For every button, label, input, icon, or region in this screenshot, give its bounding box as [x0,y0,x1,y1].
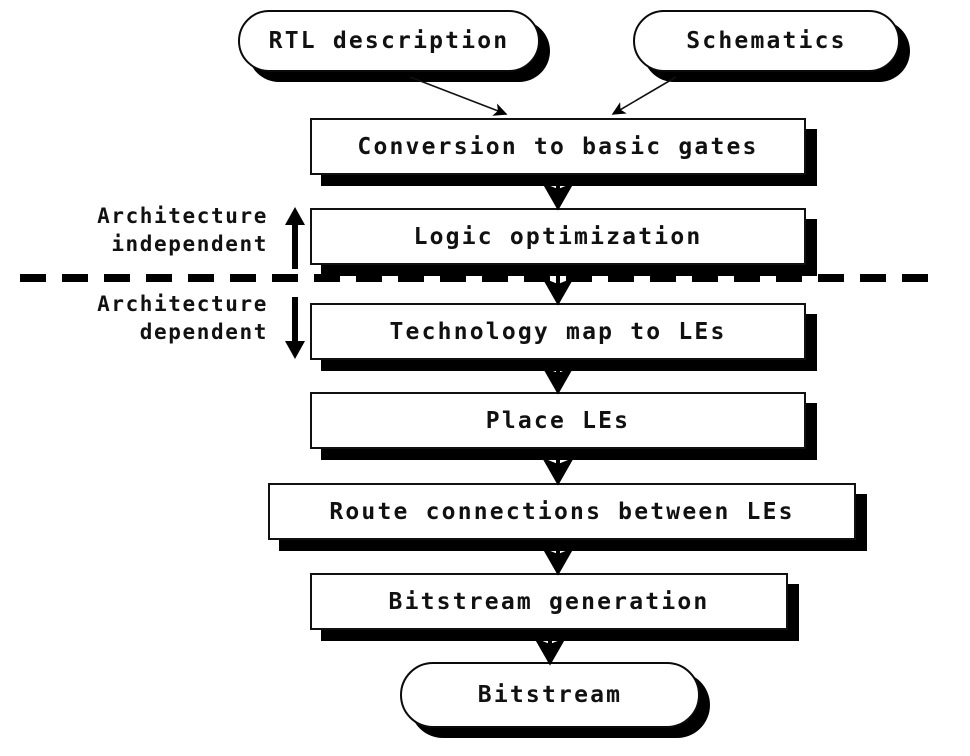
bitstream-output-label: Bitstream [477,682,623,708]
step-logic-optimization[interactable]: Logic optimization [310,208,806,265]
step-conversion-label: Conversion to basic gates [357,133,759,160]
step-route-connections-label: Route connections between LEs [329,498,795,525]
step-bitstream-generation-label: Bitstream generation [388,588,710,615]
up-arrow-icon [285,207,305,269]
step-bitstream-generation[interactable]: Bitstream generation [310,573,788,630]
annotation-architecture-dependent: Architecture dependent [97,292,268,344]
rtl-description-node[interactable]: RTL description [238,10,540,72]
step-technology-map-to-les[interactable]: Technology map to LEs [310,303,806,360]
edge-schematics-to-convert [611,76,677,115]
architecture-divider [20,274,928,282]
schematics-node[interactable]: Schematics [633,10,900,72]
step-place-les-label: Place LEs [485,407,631,434]
step-technology-map-label: Technology map to LEs [389,318,727,345]
step-route-connections-between-les[interactable]: Route connections between LEs [268,483,856,540]
edge-rtl-to-convert [409,76,508,116]
bitstream-output-node[interactable]: Bitstream [400,662,700,728]
step-conversion-to-basic-gates[interactable]: Conversion to basic gates [310,118,806,175]
down-arrow-icon [285,297,305,359]
step-logic-optimization-label: Logic optimization [413,223,703,250]
rtl-description-label: RTL description [268,28,510,54]
schematics-label: Schematics [686,28,847,54]
step-place-les[interactable]: Place LEs [310,392,806,449]
annotation-architecture-independent: Architecture independent [97,204,268,256]
